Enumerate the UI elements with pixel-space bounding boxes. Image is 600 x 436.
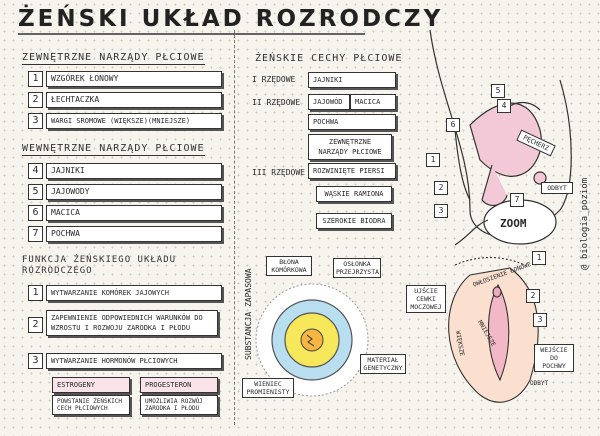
anatomy-num: 4	[497, 99, 511, 113]
genetic-material-label: MATERIAŁ GENETYCZNY	[360, 354, 406, 374]
anatomy-num: 7	[510, 193, 524, 207]
third-order-item: SZEROKIE BIODRA	[316, 213, 392, 229]
vagina-entrance-label: WEJŚCIE DO POCHWY	[534, 344, 574, 372]
corona-label: WIENIEC PROMIENISTY	[242, 378, 294, 398]
second-order-item: JAJOWÓD	[308, 94, 350, 110]
zona-label: OSŁONKA PRZEJRZYSTA	[333, 258, 381, 278]
vulva-drawing	[448, 257, 539, 403]
internal-item: JAJNIKI	[46, 163, 222, 179]
membrane-label: BŁONA KOMÓRKOWA	[266, 256, 312, 276]
third-order-label: III RZĘDOWE	[252, 168, 305, 177]
hormone-name: ESTROGENY	[52, 377, 130, 393]
vulva-num: 2	[526, 289, 540, 303]
credit: @ biologia_poziom	[580, 177, 590, 270]
second-order-item: MACICA	[350, 94, 396, 110]
internal-item: POCHWA	[46, 226, 222, 242]
function-item: ZAPEWNIENIE ODPOWIEDNICH WARUNKÓW DO WZR…	[46, 310, 218, 336]
third-order-item: WĄSKIE RAMIONA	[316, 186, 392, 202]
anatomy-num: 2	[434, 181, 448, 195]
second-order-label: II RZĘDOWE	[252, 98, 301, 107]
internal-heading: WEWNĘTRZNE NARZĄDY PŁCIOWE	[22, 143, 205, 156]
external-item: WARGI SROMOWE (WIĘKSZE)(MNIEJSZE)	[46, 113, 222, 129]
function-item: WYTWARZANIE KOMÓREK JAJOWYCH	[46, 285, 222, 301]
first-order-item: JAJNIKI	[308, 72, 396, 88]
second-order-item: ZEWNĘTRZNE NARZĄDY PŁCIOWE	[308, 134, 392, 160]
urethra-label: UJŚCIE CEWKI MOCZOWEJ	[406, 285, 446, 313]
internal-item: MACICA	[46, 205, 222, 221]
hormone-name: PROGESTERON	[140, 377, 218, 393]
anatomy-num: 3	[434, 204, 448, 218]
third-order-item: ROZWINIĘTE PIERSI	[308, 163, 396, 179]
anatomy-num: 5	[491, 84, 505, 98]
vulva-num: 1	[532, 251, 546, 265]
egg-cell-drawing	[255, 283, 369, 397]
internal-num: 6	[28, 205, 43, 221]
anatomy-num: 6	[446, 118, 460, 132]
vulva-num: 3	[533, 313, 547, 327]
external-item: ŁECHTACZKA	[46, 92, 222, 108]
external-num: 1	[28, 71, 43, 87]
internal-num: 5	[28, 184, 43, 200]
second-order-item: POCHWA	[308, 114, 396, 130]
substance-label: SUBSTANCJA ZAPASOWA	[244, 268, 253, 360]
external-item: WZGÓREK ŁONOWY	[46, 71, 222, 87]
function-num: 3	[28, 353, 43, 369]
traits-heading: ŻEŃSKIE CECHY PŁCIOWE	[255, 53, 403, 64]
function-item: WYTWARZANIE HORMONÓW PŁCIOWYCH	[46, 353, 222, 369]
page-title: ŻEŃSKI UKŁAD ROZRODCZY	[18, 6, 444, 32]
internal-anatomy-drawing	[429, 29, 572, 246]
function-num: 2	[28, 317, 43, 333]
hormone-desc: UMOŻLIWIA ROZWÓJ ZARODKA I PŁODU	[140, 395, 218, 415]
internal-item: JAJOWODY	[46, 184, 222, 200]
anatomy-num: 1	[426, 153, 440, 167]
external-num: 2	[28, 92, 43, 108]
internal-num: 4	[28, 163, 43, 179]
hormone-desc: POWSTANIE ŻEŃSKICH CECH PŁCIOWYCH	[52, 395, 130, 415]
external-num: 3	[28, 113, 43, 129]
zoom-label: ZOOM	[500, 217, 527, 230]
functions-heading: FUNKCJA ŻEŃSKIEGO UKŁADU ROZRODCZEGO	[22, 255, 177, 276]
internal-num: 7	[28, 226, 43, 242]
first-order-label: I RZĘDOWE	[252, 75, 296, 84]
external-heading: ZEWNĘTRZNE NARZĄDY PŁCIOWE	[22, 52, 205, 65]
vulva-anus-label: ODBYT	[530, 380, 549, 387]
anus-label: ODBYT	[541, 182, 573, 194]
column-divider	[234, 30, 235, 425]
function-num: 1	[28, 285, 43, 301]
